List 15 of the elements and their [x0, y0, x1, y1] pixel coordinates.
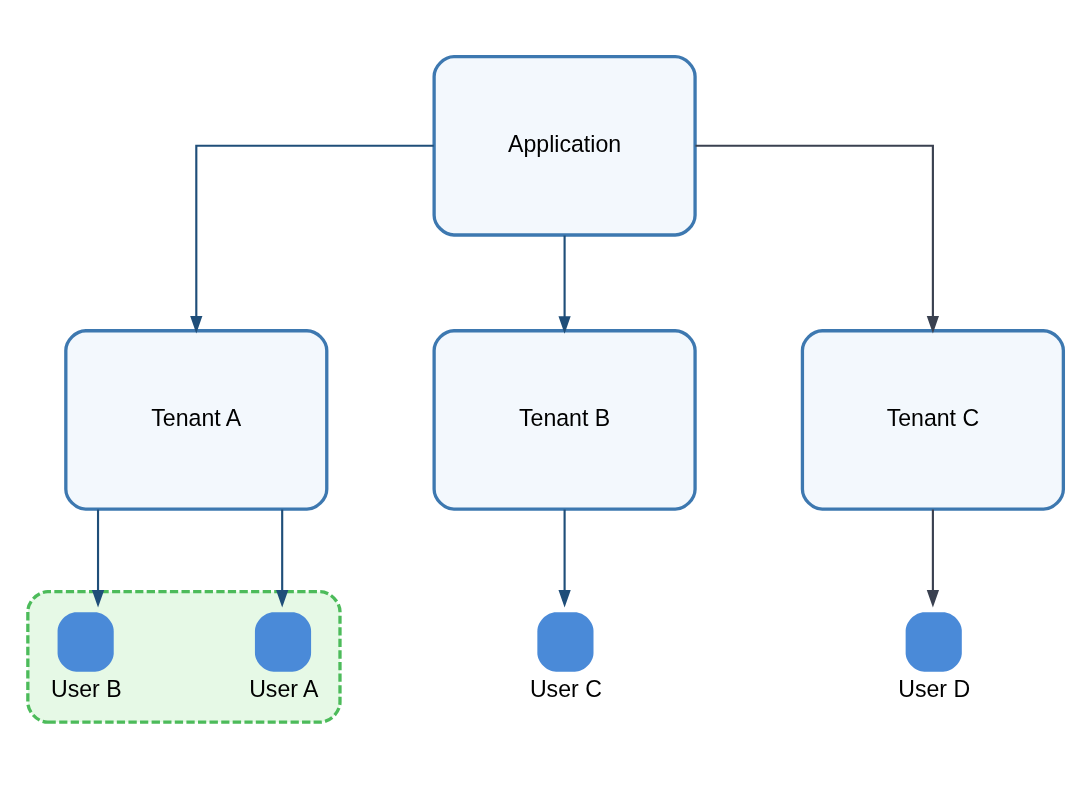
arrow — [558, 509, 571, 608]
node-label: User D — [898, 675, 971, 702]
arrow — [91, 509, 105, 608]
node-box: Tenant A — [64, 328, 329, 511]
node-label: User B — [50, 675, 122, 702]
arrow — [695, 144, 940, 333]
node-box: Tenant B — [432, 328, 697, 511]
node-label: User A — [249, 675, 319, 702]
node-box: Tenant C — [800, 328, 1065, 511]
node-box: Application — [432, 54, 697, 237]
arrow — [190, 144, 434, 333]
arrow — [558, 235, 571, 334]
arrow — [276, 509, 289, 608]
arrow — [926, 509, 940, 608]
node-label: User C — [529, 675, 602, 702]
